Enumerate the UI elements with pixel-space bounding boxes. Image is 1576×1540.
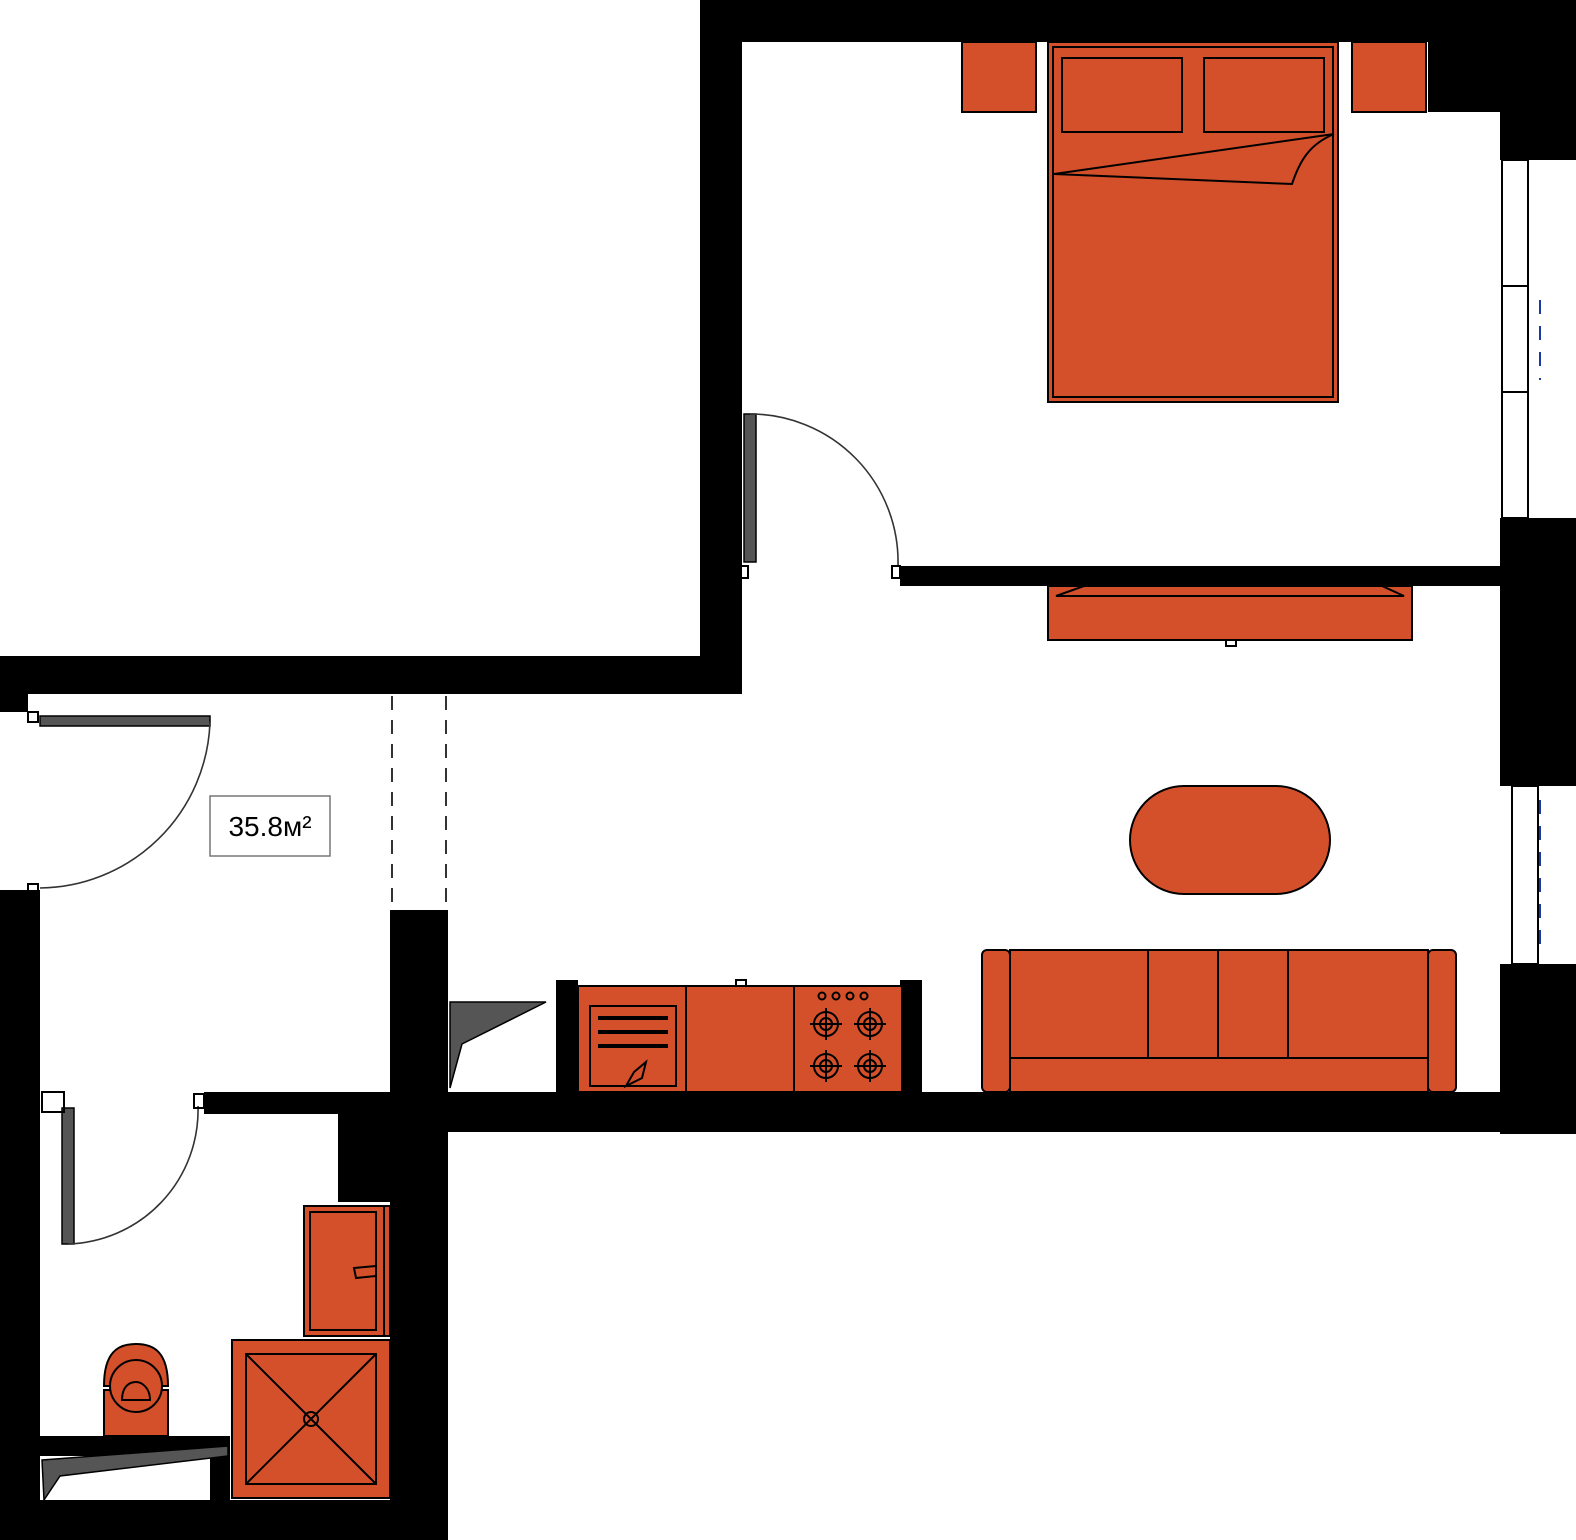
faucet-icon [352,1264,377,1280]
kitchen-cabinet [685,985,795,1093]
bathroom-door[interactable] [41,1091,205,1245]
kitchen-sink [577,985,687,1093]
wall-closet-side [210,1456,230,1502]
burner-icon [810,1008,842,1040]
living-room [981,785,1457,1093]
wall-bedroom-left [700,0,742,694]
blanket-fold [1053,133,1335,186]
door-leaf [743,413,757,563]
wall-bath-block [338,1092,394,1202]
bathroom [41,1205,391,1503]
door-swing-arc [749,413,899,567]
nightstand-left [961,41,1037,113]
window-bedroom [1501,159,1529,519]
wall-bottom [0,1500,448,1540]
kitchen [449,979,903,1093]
area-label-box [209,795,331,857]
wall-hall-top-left [0,656,28,712]
wall-hall-top [0,656,742,694]
wall-left-lower [0,890,40,1540]
oval-table [1129,785,1331,895]
windows [1501,159,1541,965]
wall-kitchen-end [900,980,922,1092]
wall-bedroom-partition [900,566,1500,586]
double-bed [1047,41,1339,403]
door-leaf [61,1107,75,1245]
nightstand-right [1351,41,1427,113]
sofa [981,949,1457,1093]
stove [793,985,903,1093]
faucet-icon [623,1059,648,1089]
door-swing-arc [39,721,211,889]
wall-living-bottom [390,1092,1576,1132]
area-label-text: 35.8м² [228,811,311,842]
wall-kitchen-pier [556,980,578,1092]
entrance-door[interactable] [27,711,211,895]
bedroom-door[interactable] [739,413,901,579]
wall-hall-divider [390,910,448,1540]
kitchen-nook [449,1001,547,1089]
bedroom [961,41,1427,647]
toilet [102,1342,170,1437]
bathroom-sink [303,1205,391,1337]
wall-right-upper [1500,100,1576,160]
burner-icon [810,1050,842,1082]
burner-icon [854,1008,886,1040]
closet [41,1445,229,1503]
shower-tray [231,1339,391,1499]
area-label: 35.8м² [209,795,331,857]
drain-icon [303,1411,319,1427]
burner-icon [854,1050,886,1082]
pillow [1203,57,1325,133]
door-leaf [39,715,211,727]
wall-corner-top-right [1428,0,1576,112]
wall-right-middle [1500,518,1576,786]
passage-opening [391,696,447,908]
window-living [1511,785,1539,965]
tv-stand [1047,585,1413,647]
pillow [1061,57,1183,133]
door-swing-arc [67,1105,199,1245]
